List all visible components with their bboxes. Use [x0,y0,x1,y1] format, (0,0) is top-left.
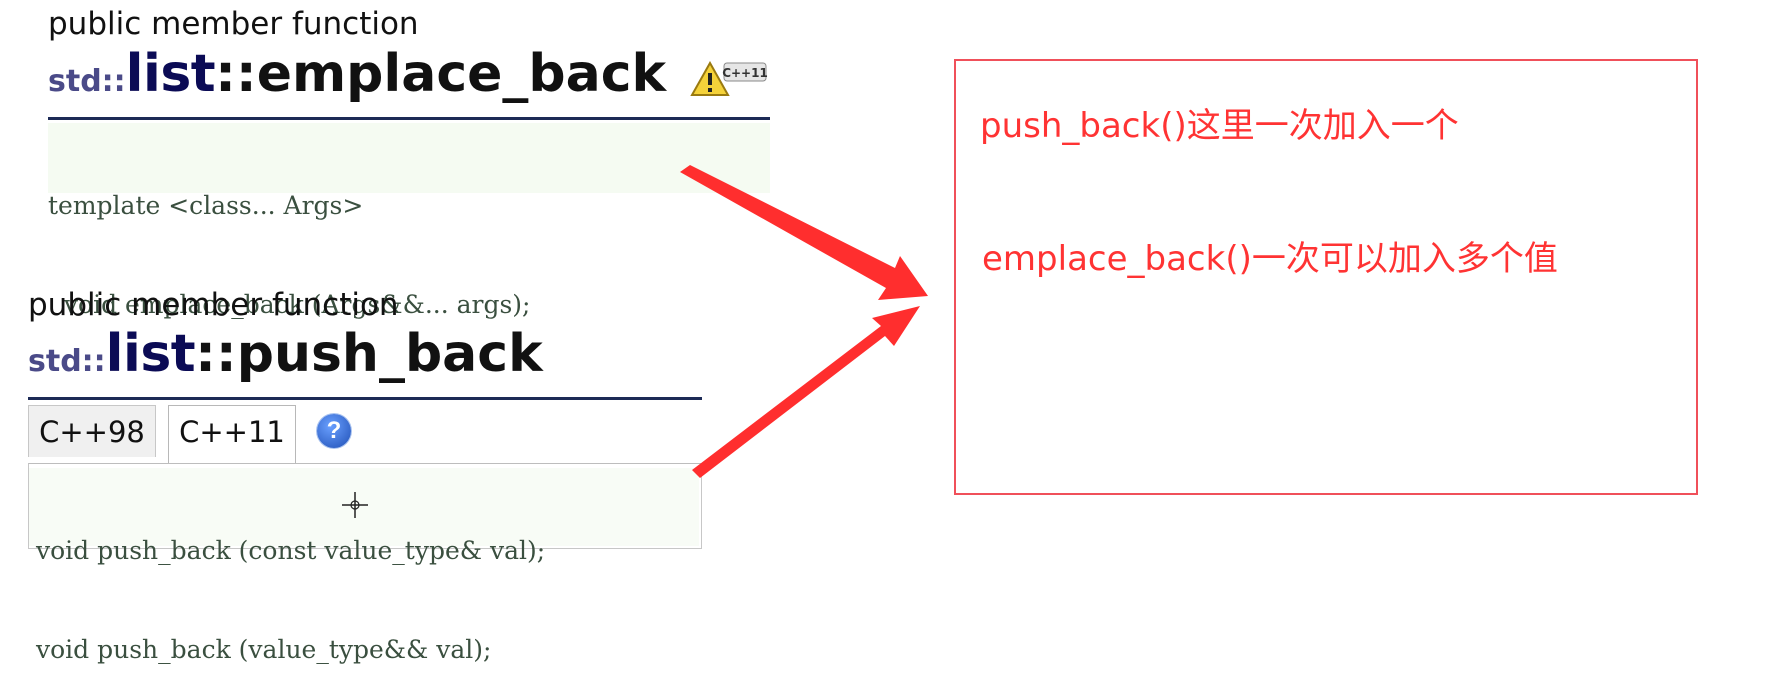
push-separator: :: [195,324,237,384]
help-icon[interactable]: ? [317,414,351,448]
emplace-prototype-line: template <class... Args> [48,191,364,220]
cpp11-badge-text: C++11 [722,66,768,80]
crosshair-cursor-icon [342,492,368,518]
push-class-name[interactable]: list [105,324,196,384]
arrow-to-note-upper [680,165,928,300]
push-kind-label: public member function [28,287,399,323]
emplace-class-name[interactable]: list [125,44,216,104]
emplace-separator: :: [215,44,257,104]
emplace-prototype-block: template <class... Args> void emplace_ba… [48,123,770,319]
tab-cpp98[interactable]: C++98 [28,405,156,457]
push-title-rule [28,397,702,400]
push-prototype-line: void push_back (value_type&& val); [36,635,492,664]
arrow-to-note-lower [692,306,920,478]
tab-cpp11[interactable]: C++11 [168,405,296,463]
version-tabs: C++98 C++11 ? [28,405,702,465]
emplace-namespace: std:: [48,64,126,99]
note-push-back: push_back()这里一次加入一个 [980,106,1459,146]
cpp11-warning-icon[interactable]: C++11 [690,60,770,104]
tab-panel [28,463,702,549]
push-namespace: std:: [28,344,106,379]
note-emplace-back: emplace_back()一次可以加入多个值 [982,239,1558,279]
push-function-name: push_back [236,324,543,384]
annotation-box [954,59,1698,495]
emplace-page-title: std::list::emplace_back [48,44,666,104]
emplace-function-name: emplace_back [256,44,667,104]
annotation-arrows [680,165,928,478]
emplace-title-rule [48,117,770,120]
push-prototype-line: void push_back (const value_type& val); [36,536,546,565]
push-page-title: std::list::push_back [28,324,543,384]
emplace-prototype-line: void emplace_back (Args&&... args); [48,290,531,319]
emplace-kind-label: public member function [48,6,419,42]
